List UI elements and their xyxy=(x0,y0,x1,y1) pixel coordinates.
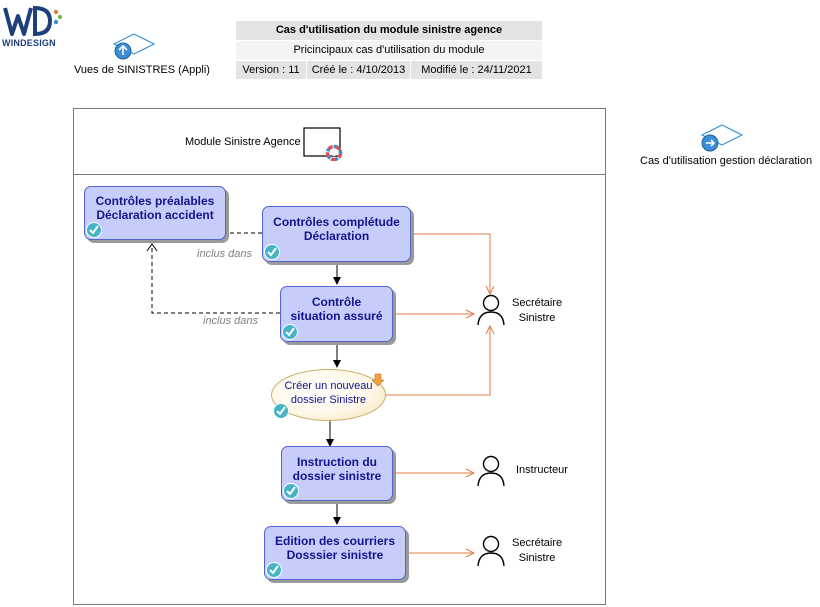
link-vues-sinistres[interactable]: Vues de SINISTRES (Appli) xyxy=(74,64,210,76)
diagram-title: Cas d'utilisation du module sinistre age… xyxy=(236,21,542,40)
association-connector xyxy=(385,233,490,553)
module-icon xyxy=(303,127,343,161)
down-arrow-icon xyxy=(372,373,384,387)
link-gestion-declaration[interactable]: Cas d'utilisation gestion déclaration xyxy=(640,155,813,167)
validated-check-icon xyxy=(264,244,280,260)
include-label: inclus dans xyxy=(203,315,259,327)
module-divider xyxy=(73,174,606,175)
module-label: Module Sinistre Agence xyxy=(185,136,301,148)
include-label: inclus dans xyxy=(197,248,253,260)
actor-icon xyxy=(477,535,505,567)
validated-check-icon xyxy=(282,324,298,340)
validated-check-icon xyxy=(86,222,102,238)
actor-icon xyxy=(477,294,505,326)
include-connector xyxy=(151,232,280,314)
validated-check-icon xyxy=(283,483,299,499)
validated-check-icon xyxy=(266,562,282,578)
actor-label-instructeur: Instructeur xyxy=(516,464,568,476)
actor-icon xyxy=(477,455,505,487)
sequence-connector xyxy=(326,262,341,525)
include-arrowhead xyxy=(146,243,158,252)
windesign-logo xyxy=(3,5,63,37)
validated-check-icon xyxy=(273,403,289,419)
module-frame xyxy=(73,108,606,605)
diagram-modified-date: Modifié le : 24/11/2021 xyxy=(411,61,542,79)
diagram-version: Version : 11 xyxy=(236,61,306,79)
diagram-link-icon[interactable] xyxy=(110,32,156,62)
diagram-created-date: Créé le : 4/10/2013 xyxy=(307,61,410,79)
logo-text: WINDESIGN xyxy=(2,38,56,48)
diagram-link-icon[interactable] xyxy=(698,123,744,153)
diagram-subtitle: Pricincipaux cas d'utilisation du module xyxy=(236,41,542,60)
